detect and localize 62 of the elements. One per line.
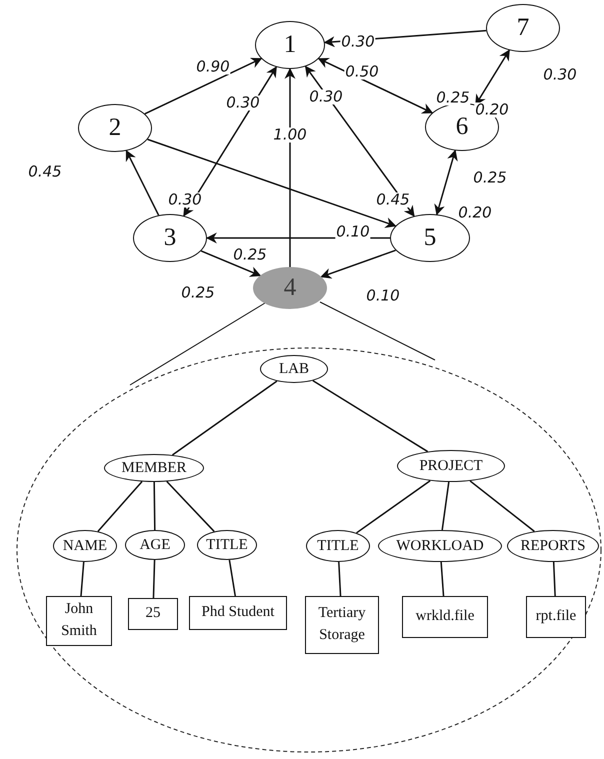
arrow xyxy=(126,150,160,216)
connector-line xyxy=(356,480,431,534)
connector-line xyxy=(338,562,342,596)
connector-line xyxy=(130,302,266,386)
graph-node: 7 xyxy=(486,4,560,52)
connector-line xyxy=(312,380,428,452)
dashed-zoom-ellipse xyxy=(16,347,602,753)
value-box: John Smith xyxy=(46,596,112,646)
weight-label: 0.25 xyxy=(232,248,268,262)
value-box: Phd Student xyxy=(189,596,287,630)
tag-ellipse: MEMBER xyxy=(104,454,204,482)
weight-label: 0.20 xyxy=(474,102,510,118)
connector-line xyxy=(97,481,143,532)
connector-line xyxy=(552,562,556,596)
weight-label: 0.45 xyxy=(27,164,63,180)
graph-node: 3 xyxy=(133,214,207,262)
arrow xyxy=(200,250,262,277)
weight-label: 0.30 xyxy=(542,68,578,82)
weight-label: 0.90 xyxy=(195,60,231,74)
weight-label: 0.10 xyxy=(365,288,401,304)
graph-node: 1 xyxy=(255,21,325,69)
arrow xyxy=(144,58,262,115)
weight-label: 0.10 xyxy=(335,224,371,240)
connector-line xyxy=(440,562,444,596)
weight-label: 0.25 xyxy=(435,90,471,106)
connector-line xyxy=(470,480,535,532)
tag-ellipse: NAME xyxy=(53,530,117,562)
graph-node: 2 xyxy=(78,104,152,152)
connector-line xyxy=(152,560,156,598)
weight-label: 1.00 xyxy=(272,128,308,142)
weight-label: 0.30 xyxy=(167,192,203,208)
weight-label: 0.45 xyxy=(375,192,411,208)
weight-label: 0.50 xyxy=(344,64,380,80)
tag-ellipse: LAB xyxy=(260,355,328,383)
arrow xyxy=(434,150,458,216)
connector-line xyxy=(228,560,236,596)
weight-label: 0.25 xyxy=(180,286,216,300)
tag-ellipse: WORKLOAD xyxy=(378,530,502,562)
tag-ellipse: PROJECT xyxy=(397,450,505,482)
tag-ellipse: REPORTS xyxy=(507,530,599,562)
weight-label: 0.30 xyxy=(225,96,261,110)
graph-node: 4 xyxy=(253,267,327,309)
arrow xyxy=(147,138,396,228)
weight-label: 0.30 xyxy=(340,34,376,50)
value-box: wrkld.file xyxy=(402,596,488,638)
weight-label: 0.25 xyxy=(472,170,508,186)
weight-label: 0.20 xyxy=(457,206,493,220)
tag-ellipse: TITLE xyxy=(306,530,370,562)
connector-line xyxy=(320,302,436,360)
weight-label: 0.30 xyxy=(308,90,344,104)
value-box: Tertiary Storage xyxy=(305,596,379,654)
arrow xyxy=(284,68,296,267)
value-box: 25 xyxy=(128,598,178,630)
connector-line xyxy=(441,482,450,530)
connector-line xyxy=(166,481,215,532)
arrow xyxy=(320,250,396,279)
tag-ellipse: AGE xyxy=(125,530,185,560)
value-box: rpt.file xyxy=(526,596,586,638)
tag-ellipse: TITLE xyxy=(197,530,257,560)
connector-line xyxy=(153,482,156,530)
connector-line xyxy=(80,562,84,596)
connector-line xyxy=(172,380,278,456)
